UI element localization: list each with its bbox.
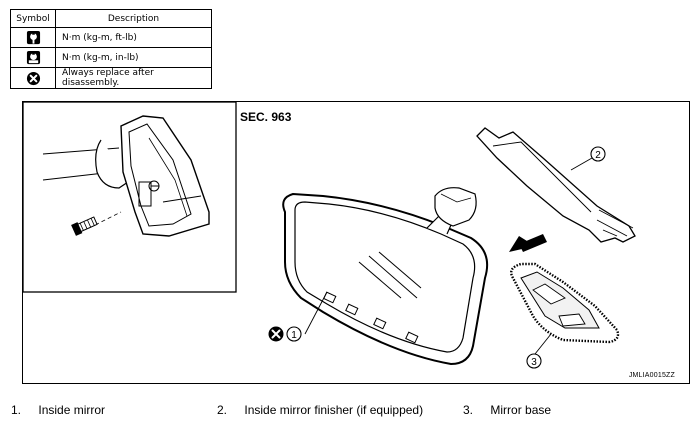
detail-inset bbox=[23, 102, 237, 293]
svg-text:3: 3 bbox=[531, 357, 537, 368]
svg-text:2: 2 bbox=[595, 150, 601, 161]
callout-3: 3 bbox=[526, 353, 542, 369]
legend-header-row: Symbol Description bbox=[10, 9, 212, 28]
mirror-base bbox=[510, 262, 620, 344]
legend-description: Always replace after disassembly. bbox=[55, 67, 212, 89]
always-replace-icon bbox=[268, 326, 284, 342]
callout-1: 1 bbox=[286, 326, 302, 342]
part-label: Inside mirror bbox=[38, 403, 106, 417]
list-item: 2. Inside mirror finisher (if equipped) bbox=[217, 403, 423, 417]
mirror-section-figure: 1 2 3 SEC. 963 JMLIA0015ZZ bbox=[22, 101, 690, 384]
part-label: Inside mirror finisher (if equipped) bbox=[244, 403, 424, 417]
list-item: 3. Mirror base bbox=[463, 403, 551, 417]
always-replace-icon bbox=[26, 71, 40, 85]
legend-row: N·m (kg-m, in-lb) bbox=[10, 47, 212, 68]
legend-row: Always replace after disassembly. bbox=[10, 67, 212, 89]
part-label: Mirror base bbox=[490, 403, 552, 417]
legend-header-description: Description bbox=[55, 9, 212, 28]
callout-leader bbox=[534, 333, 552, 355]
part-number: 2. bbox=[217, 403, 228, 417]
mirror-exploded-view: 1 2 3 bbox=[23, 102, 636, 369]
callout-leader bbox=[304, 291, 328, 335]
legend-header-symbol: Symbol bbox=[10, 9, 56, 28]
inside-mirror bbox=[282, 187, 489, 366]
part-number: 1. bbox=[11, 403, 22, 417]
legend-description: N·m (kg-m, in-lb) bbox=[55, 47, 212, 68]
torque-wrench-icon bbox=[26, 30, 40, 45]
svg-text:1: 1 bbox=[291, 330, 297, 341]
section-label: SEC. 963 bbox=[240, 110, 292, 124]
legend-description: N·m (kg-m, ft-lb) bbox=[55, 27, 212, 48]
list-item: 1. Inside mirror bbox=[11, 403, 105, 417]
callout-2: 2 bbox=[590, 146, 606, 162]
legend-row: N·m (kg-m, ft-lb) bbox=[10, 27, 212, 48]
mirror-finisher bbox=[476, 127, 636, 243]
part-number: 3. bbox=[463, 403, 474, 417]
figure-code: JMLIA0015ZZ bbox=[628, 372, 675, 379]
symbol-legend-table: Symbol Description N·m (kg-m, ft-lb) N·m… bbox=[10, 9, 212, 89]
install-arrow-icon bbox=[509, 234, 547, 252]
torque-wrench-small-icon bbox=[26, 50, 40, 65]
